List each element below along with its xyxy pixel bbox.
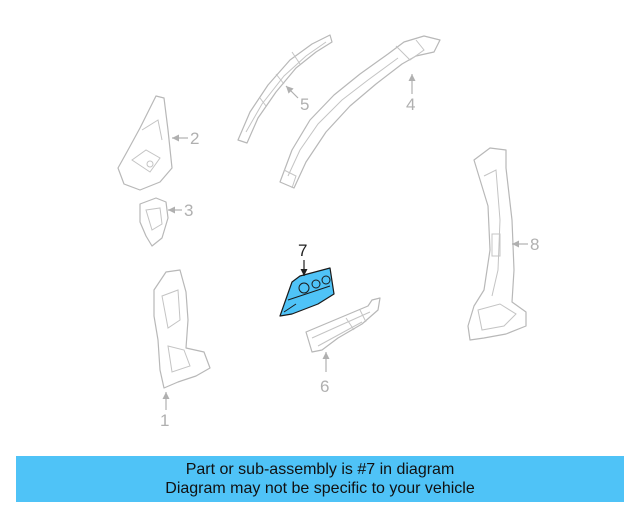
svg-text:2: 2 [190, 129, 199, 148]
info-banner: Part or sub-assembly is #7 in diagram Di… [16, 456, 624, 502]
callout-2: 2 [172, 129, 199, 148]
part-4-roof-rail [279, 35, 441, 189]
part-5-roof-rail-inner [237, 34, 333, 144]
part-2-front-pillar-upper [117, 95, 173, 191]
callout-8: 8 [512, 235, 539, 254]
part-6-rocker-panel [305, 297, 381, 353]
part-7-highlighted-gusset [279, 267, 335, 317]
callout-3: 3 [168, 201, 193, 220]
callout-4: 4 [406, 74, 416, 114]
svg-text:6: 6 [320, 377, 329, 396]
callout-6: 6 [320, 352, 330, 396]
svg-text:8: 8 [530, 235, 539, 254]
parts-diagram: 1 2 3 4 5 6 7 8 [117, 34, 539, 430]
banner-line-disclaimer: Diagram may not be specific to your vehi… [165, 480, 475, 497]
callout-1: 1 [160, 392, 170, 430]
callout-7: 7 [298, 241, 308, 276]
svg-text:1: 1 [160, 411, 169, 430]
banner-line-part-number: Part or sub-assembly is #7 in diagram [185, 461, 455, 478]
svg-text:5: 5 [300, 95, 309, 114]
svg-text:3: 3 [184, 201, 193, 220]
part-3-pillar-bracket [139, 197, 169, 247]
part-8-center-pillar [467, 147, 527, 341]
svg-text:7: 7 [298, 241, 307, 260]
part-1-front-pillar-lower [153, 269, 211, 389]
callout-5: 5 [285, 85, 309, 114]
svg-text:4: 4 [406, 95, 415, 114]
